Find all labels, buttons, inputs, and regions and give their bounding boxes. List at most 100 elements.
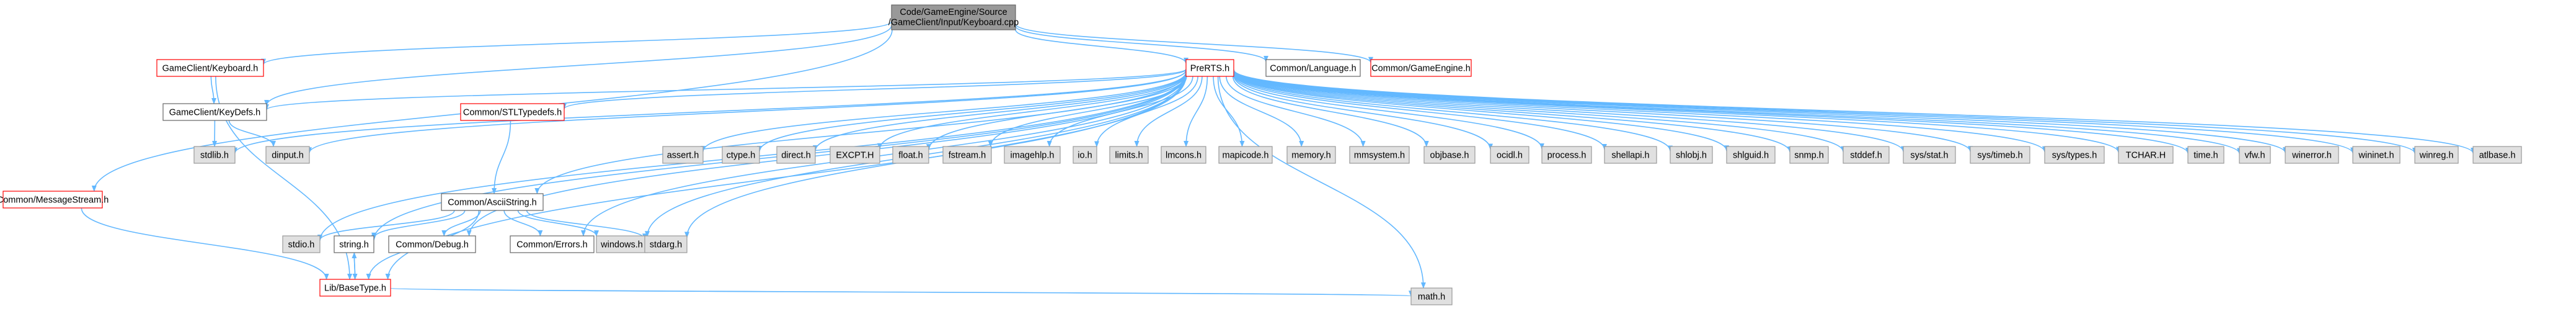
node-label: stdio.h <box>288 240 315 250</box>
node-box <box>2118 146 2174 164</box>
node-label: memory.h <box>1291 150 1330 160</box>
node-stltypedefs[interactable]: Common/STLTypedefs.h <box>460 103 565 121</box>
edge-prerts-to-mmsystem <box>1226 76 1366 147</box>
node-assert: assert.h <box>662 146 704 164</box>
edge-prerts-to-shellapi <box>1233 73 1607 150</box>
node-label: mapicode.h <box>1223 150 1269 160</box>
node-box <box>2414 146 2459 164</box>
edge-prerts-to-wininet <box>1233 70 2355 154</box>
edge-prerts-to-stltypedefs <box>562 69 1187 110</box>
node-box <box>510 235 595 253</box>
node-label: direct.h <box>781 150 811 160</box>
node-label: winreg.h <box>2419 150 2454 160</box>
node-label: float.h <box>898 150 923 160</box>
node-keyboard-h[interactable]: GameClient/Keyboard.h <box>156 59 264 77</box>
edge-stltypedefs-to-asciistring <box>492 120 511 194</box>
node-memory: memory.h <box>1286 146 1336 164</box>
node-box <box>2285 146 2339 164</box>
node-label: EXCPT.H <box>836 150 874 160</box>
edge-prerts-to-shlobj <box>1233 72 1673 152</box>
node-box <box>388 235 476 253</box>
node-box <box>1004 146 1061 164</box>
node-label: Common/Debug.h <box>396 240 469 250</box>
node-label: winerror.h <box>2291 150 2332 160</box>
edge-keyboard-h-to-keydefs <box>210 76 217 104</box>
node-box <box>776 146 816 164</box>
node-shlobj: shlobj.h <box>1670 146 1713 164</box>
node-label: assert.h <box>667 150 699 160</box>
node-box <box>282 235 321 253</box>
edge-prerts-to-shlguid <box>1233 71 1729 152</box>
node-label: Common/GameEngine.h <box>1371 63 1471 73</box>
node-box <box>1843 146 1890 164</box>
node-box <box>1903 146 1956 164</box>
edge-prerts-to-stddef <box>1233 71 1846 153</box>
node-lmcons: lmcons.h <box>1161 146 1206 164</box>
node-label: snmp.h <box>1794 150 1824 160</box>
node-label: imagehlp.h <box>1011 150 1055 160</box>
node-root[interactable]: Code/GameEngine/Source/GameClient/Input/… <box>888 4 1019 30</box>
node-ocidl: ocidl.h <box>1490 146 1529 164</box>
node-box <box>1541 146 1592 164</box>
node-asciistring[interactable]: Common/AsciiString.h <box>441 193 544 211</box>
node-gameengine[interactable]: Common/GameEngine.h <box>1370 59 1472 77</box>
node-fstream: fstream.h <box>942 146 992 164</box>
edge-prerts-to-time <box>1233 70 2190 154</box>
node-box <box>644 235 688 253</box>
node-language[interactable]: Common/Language.h <box>1265 59 1361 77</box>
node-prerts[interactable]: PreRTS.h <box>1185 59 1234 77</box>
node-label: lmcons.h <box>1166 150 1202 160</box>
node-box <box>1726 146 1776 164</box>
node-label: GameClient/KeyDefs.h <box>169 107 260 117</box>
node-windows: windows.h <box>596 235 648 253</box>
node-errors[interactable]: Common/Errors.h <box>510 235 595 253</box>
edge-prerts-to-objbase <box>1232 76 1429 147</box>
node-label: objbase.h <box>1430 150 1469 160</box>
node-label: sys/timeb.h <box>1977 150 2022 160</box>
node-debug[interactable]: Common/Debug.h <box>388 235 476 253</box>
node-label: math.h <box>1418 292 1445 302</box>
edge-prerts-to-vfw <box>1233 70 2242 155</box>
edge-prerts-to-mapicode <box>1213 76 1245 147</box>
node-mapicode: mapicode.h <box>1218 146 1273 164</box>
node-label: fstream.h <box>949 150 986 160</box>
edge-root-to-keyboard-h <box>261 21 892 65</box>
node-message-stream[interactable]: Common/MessageStream.h <box>0 191 108 209</box>
node-systimeb: sys/timeb.h <box>1970 146 2030 164</box>
node-label: GameClient/Keyboard.h <box>162 63 259 73</box>
node-label: mmsystem.h <box>1354 150 1405 160</box>
node-box <box>2187 146 2224 164</box>
node-tchar: TCHAR.H <box>2118 146 2174 164</box>
node-box <box>265 146 310 164</box>
edge-prerts-to-float <box>926 74 1187 151</box>
node-label: stdlib.h <box>200 150 229 160</box>
nodes-layer: Code/GameEngine/Source/GameClient/Input/… <box>0 4 2522 305</box>
node-wininet: wininet.h <box>2352 146 2401 164</box>
edge-prerts-to-math <box>1217 76 1426 289</box>
node-label: shlobj.h <box>1676 150 1707 160</box>
node-string[interactable]: string.h <box>334 235 374 253</box>
node-limits: limits.h <box>1109 146 1149 164</box>
edge-prerts-to-fstream <box>988 76 1187 147</box>
node-box <box>892 146 929 164</box>
node-label: Code/GameEngine/Source <box>900 7 1007 17</box>
edge-prerts-to-direct <box>813 73 1187 151</box>
node-libbasetype[interactable]: Lib/BaseType.h <box>319 279 391 297</box>
node-keydefs[interactable]: GameClient/KeyDefs.h <box>162 103 267 121</box>
node-box <box>2472 146 2522 164</box>
node-box <box>1490 146 1529 164</box>
node-winerror: winerror.h <box>2285 146 2339 164</box>
node-box <box>1370 59 1472 77</box>
node-box <box>334 235 374 253</box>
node-label: vfw.h <box>2244 150 2265 160</box>
node-label: stdarg.h <box>650 240 682 250</box>
edge-prerts-to-memory <box>1219 76 1304 147</box>
node-label: Common/STLTypedefs.h <box>463 107 562 117</box>
node-box <box>1604 146 1657 164</box>
node-label: shellapi.h <box>1611 150 1649 160</box>
edge-prerts-to-assert <box>701 71 1187 153</box>
node-label: Common/Errors.h <box>516 240 587 250</box>
node-imagehlp: imagehlp.h <box>1004 146 1061 164</box>
node-float: float.h <box>892 146 929 164</box>
